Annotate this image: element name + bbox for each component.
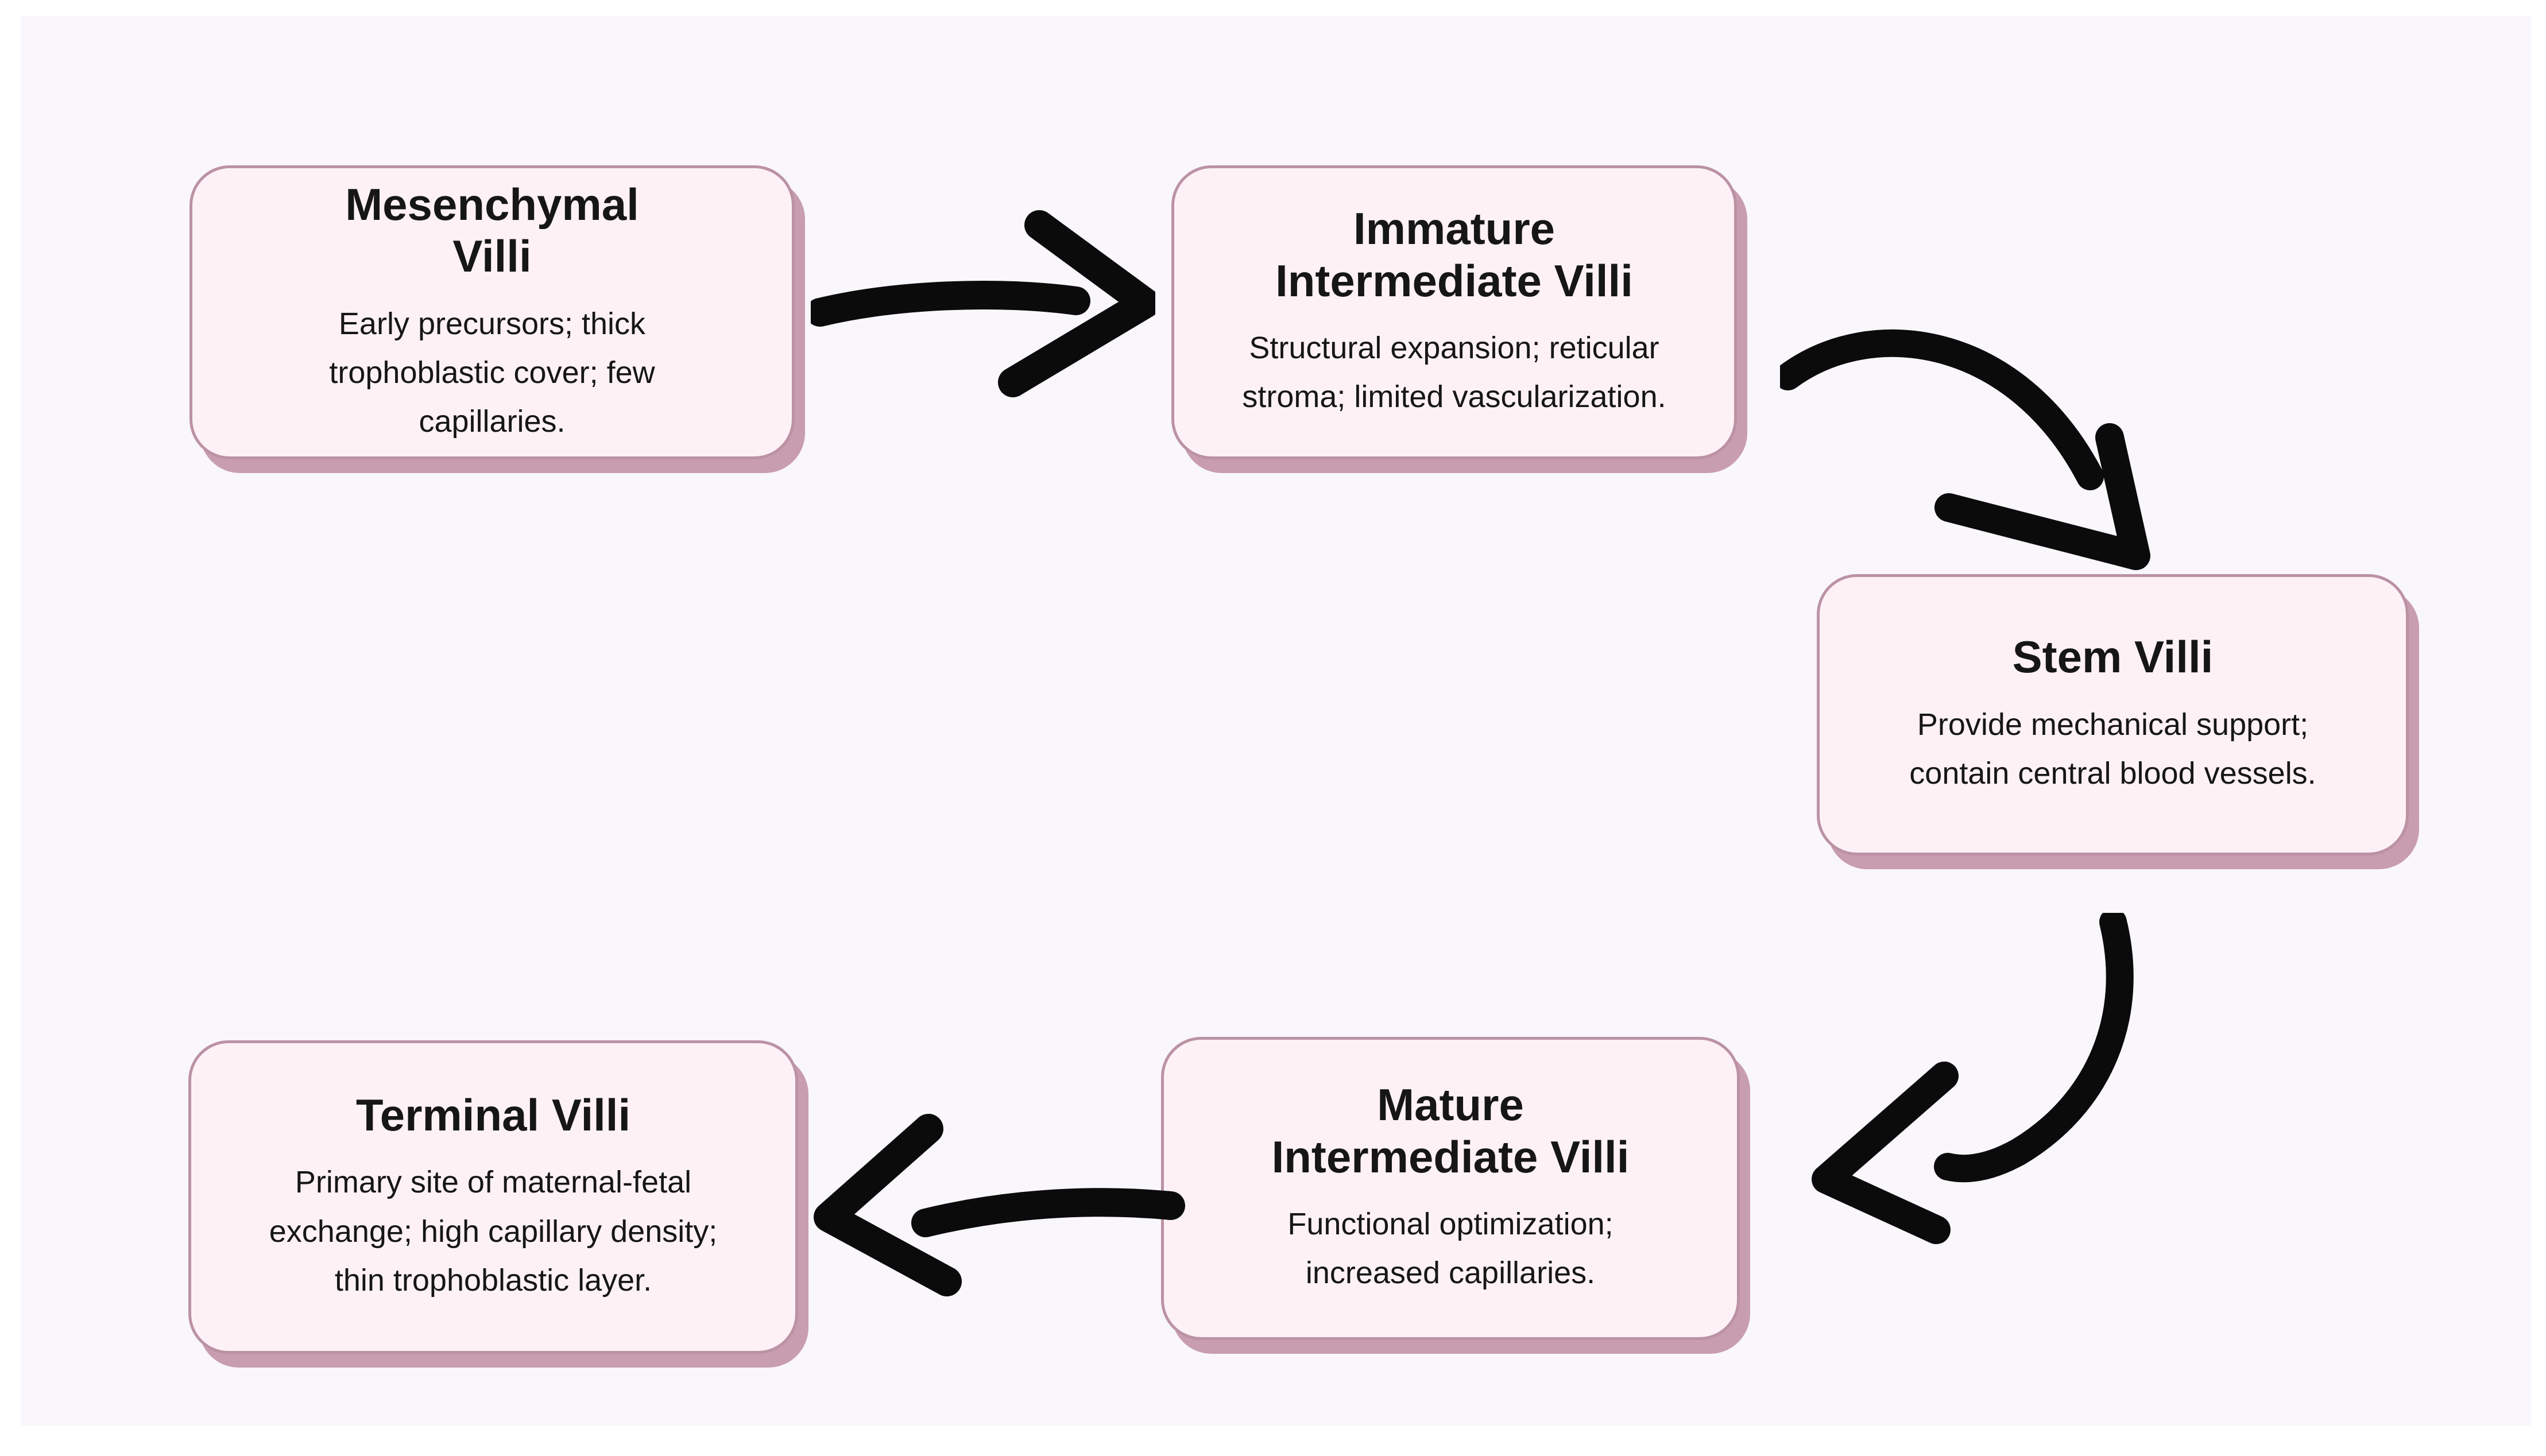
diagram-canvas: Mesenchymal Villi Early precursors; thic… bbox=[21, 16, 2531, 1426]
node-title: Immature Intermediate Villi bbox=[1275, 203, 1633, 306]
node-title: Mesenchymal Villi bbox=[345, 179, 639, 282]
node-terminal-villi: Terminal Villi Primary site of maternal-… bbox=[188, 1040, 798, 1354]
node-description: Structural expansion; reticular stroma; … bbox=[1242, 331, 1666, 415]
node-immature-intermediate-villi: Immature Intermediate Villi Structural e… bbox=[1171, 165, 1737, 459]
node-mesenchymal-villi: Mesenchymal Villi Early precursors; thic… bbox=[189, 165, 795, 459]
arrow-curved-down-right-icon bbox=[1780, 310, 2159, 580]
node-description: Provide mechanical support; contain cent… bbox=[1909, 707, 2316, 791]
arrow-curved-down-left-icon bbox=[1803, 913, 2205, 1246]
node-title: Stem Villi bbox=[2012, 632, 2214, 683]
arrow-right-icon bbox=[811, 200, 1155, 411]
node-stem-villi: Stem Villi Provide mechanical support; c… bbox=[1817, 574, 2409, 855]
node-title: Mature Intermediate Villi bbox=[1271, 1079, 1630, 1182]
node-title: Terminal Villi bbox=[355, 1089, 631, 1140]
node-description: Primary site of maternal-fetal exchange;… bbox=[269, 1165, 718, 1298]
node-description: Functional optimization; increased capil… bbox=[1287, 1207, 1614, 1291]
node-mature-intermediate-villi: Mature Intermediate Villi Functional opt… bbox=[1161, 1037, 1740, 1340]
node-description: Early precursors; thick trophoblastic co… bbox=[329, 306, 655, 439]
arrow-left-icon bbox=[812, 1113, 1191, 1342]
